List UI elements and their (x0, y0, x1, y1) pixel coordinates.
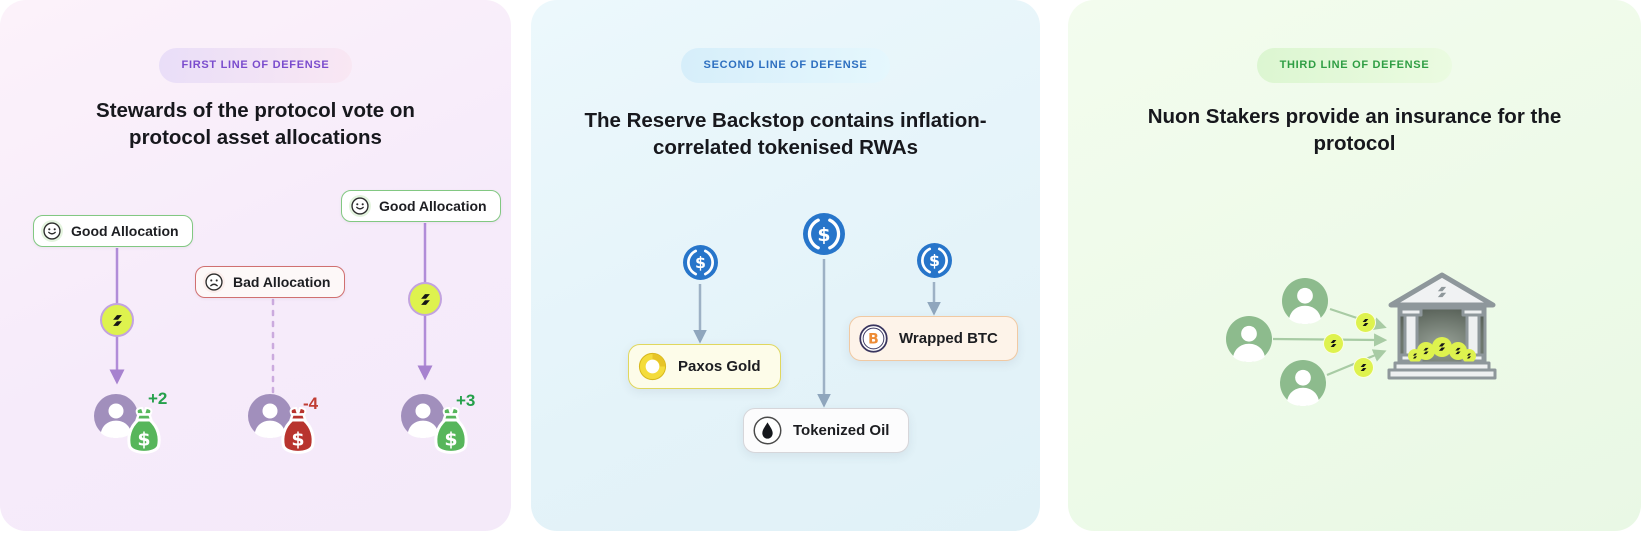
first-line-card: FIRST LINE OF DEFENSE Stewards of the pr… (0, 0, 511, 531)
nuon-token-icon (408, 282, 442, 316)
money-bag-red (276, 407, 320, 459)
allocation-label: Bad Allocation (233, 274, 331, 290)
second-line-card: SECOND LINE OF DEFENSE The Reserve Backs… (531, 0, 1040, 531)
nuon-token-icon (1323, 333, 1344, 354)
staker-avatar-3 (1280, 360, 1326, 406)
smiley-face-icon (349, 195, 371, 217)
smiley-face-icon (41, 220, 63, 242)
staker-avatar-2 (1226, 316, 1272, 362)
wrapped-btc-pill: Wrapped BTC (849, 316, 1018, 361)
allocation-label: Good Allocation (71, 223, 179, 239)
usdc-icon-2 (803, 213, 845, 255)
allocation-label: Good Allocation (379, 198, 487, 214)
money-bag-green-2 (429, 407, 473, 459)
oil-drop-icon (753, 416, 782, 445)
paxos-gold-pill: Paxos Gold (628, 344, 781, 389)
good-allocation-pill-1: Good Allocation (33, 215, 193, 247)
nuon-token-icon (100, 303, 134, 337)
money-bag-green-1 (122, 407, 166, 459)
frown-face-icon (203, 271, 225, 293)
bank-building-icon (1387, 272, 1497, 380)
good-allocation-pill-2: Good Allocation (341, 190, 501, 222)
nuon-token-icon (1353, 357, 1374, 378)
usdc-icon-3 (917, 243, 952, 278)
paxg-coin-icon (638, 352, 667, 381)
third-line-header: THIRD LINE OF DEFENSE (1068, 0, 1641, 83)
second-line-header: SECOND LINE OF DEFENSE (531, 0, 1040, 83)
asset-label: Paxos Gold (678, 358, 761, 375)
allocation-delta-2: -4 (303, 394, 319, 413)
wbtc-coin-icon (859, 324, 888, 353)
bad-allocation-pill: Bad Allocation (195, 266, 345, 298)
second-line-title: The Reserve Backstop contains inflation-… (584, 109, 987, 160)
allocation-delta-1: +2 (148, 389, 168, 408)
staker-avatar-1 (1282, 278, 1328, 324)
usdc-icon-1 (683, 245, 718, 280)
second-line-badge: SECOND LINE OF DEFENSE (680, 48, 891, 83)
first-line-header: FIRST LINE OF DEFENSE (0, 0, 511, 83)
tokenized-oil-pill: Tokenized Oil (743, 408, 910, 453)
third-line-badge: THIRD LINE OF DEFENSE (1256, 48, 1453, 83)
third-line-card: THIRD LINE OF DEFENSE Nuon Stakers provi… (1068, 0, 1641, 531)
first-line-badge: FIRST LINE OF DEFENSE (158, 48, 353, 83)
third-line-title: Nuon Stakers provide an insurance for th… (1147, 105, 1562, 156)
nuon-token-icon (1355, 312, 1376, 333)
asset-label: Wrapped BTC (899, 330, 998, 347)
allocation-delta-3: +3 (456, 391, 476, 410)
asset-label: Tokenized Oil (793, 422, 890, 439)
first-line-title: Stewards of the protocol vote on protoco… (96, 99, 415, 150)
